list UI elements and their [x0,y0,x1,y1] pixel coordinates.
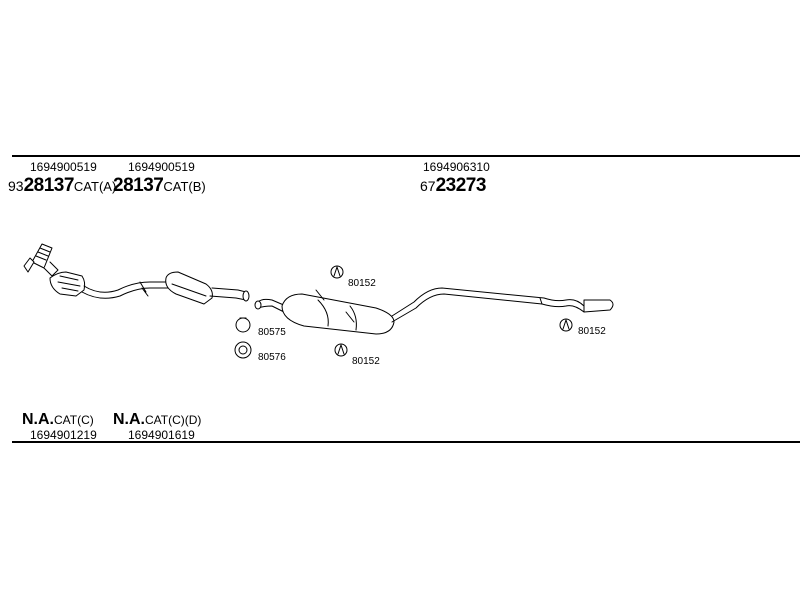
bottom-divider [12,441,800,443]
rear-silencer [281,289,395,335]
rear-inlet-pipe [254,298,287,313]
front-pipe [81,281,169,299]
hanger-icon-rear [559,318,573,332]
code-cat-c-d: N.A.CAT(C)(D) [113,411,202,428]
manifold-flange [23,243,59,277]
code-cat-c: N.A.CAT(C) [22,411,94,428]
middle-silencer [165,271,213,305]
tail-pipe [391,287,614,323]
part-number-rear-silencer: 1694906310 [423,160,490,174]
label-hanger-mid: 80152 [352,356,380,367]
clamp-icon [235,317,251,333]
code-front-cat-a: 9328137CAT(A) [8,175,117,196]
label-clamp: 80575 [258,327,286,338]
hanger-icon-top [330,265,344,279]
middle-pipe-outlet [209,287,250,302]
top-divider [12,155,800,157]
label-hanger-top: 80152 [348,278,376,289]
label-gasket: 80576 [258,352,286,363]
part-number-front-cat-a: 1694900519 [30,160,97,174]
label-hanger-rear: 80152 [578,326,606,337]
gasket-icon [234,341,252,359]
code-front-cat-b: 28137CAT(B) [113,175,206,196]
code-rear-silencer: 6723273 [420,175,486,196]
front-catalytic-converter [49,271,86,297]
hanger-icon-mid [334,343,348,357]
part-number-cat-c: 1694901219 [30,428,97,442]
part-number-front-cat-b: 1694900519 [128,160,195,174]
part-number-cat-c-d: 1694901619 [128,428,195,442]
